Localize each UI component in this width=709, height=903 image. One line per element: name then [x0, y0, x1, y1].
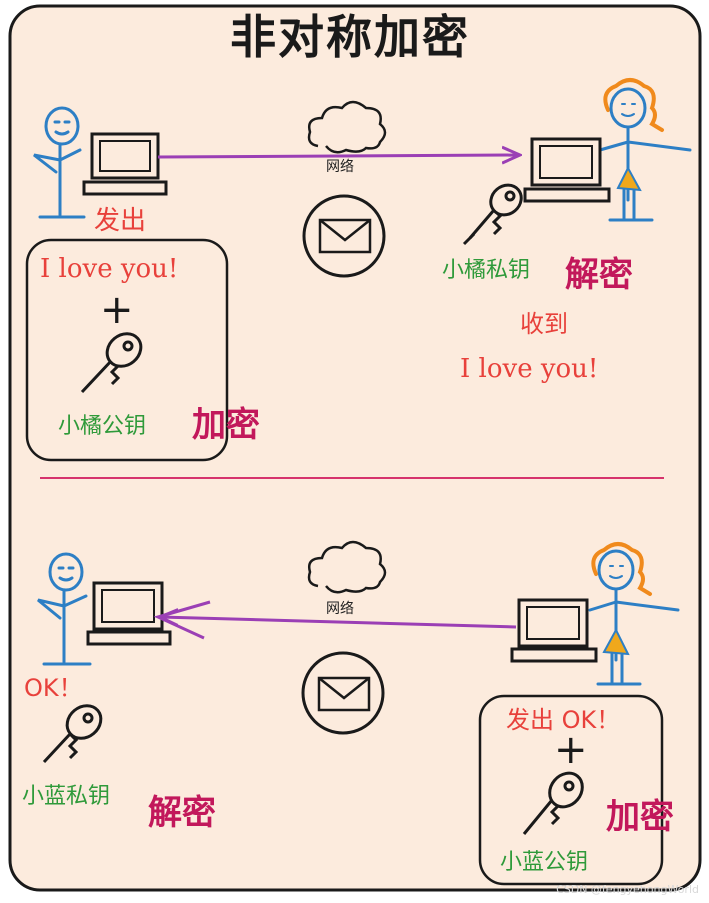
message-top-left: I love you!	[40, 254, 179, 284]
page-title: 非对称加密	[230, 10, 470, 64]
key-icon-top-right	[462, 183, 523, 246]
arrow-bottom-head	[153, 600, 211, 640]
computer-top-left	[82, 132, 168, 196]
left-box-top	[25, 238, 229, 462]
watermark: CSDN @fengyehongWorld	[556, 883, 699, 896]
public-key-label-top: 小橘公钥	[58, 414, 147, 439]
network-label-bottom: 网络	[326, 601, 354, 617]
computer-bottom-right	[510, 598, 598, 663]
cloud-icon-top	[307, 100, 387, 154]
decrypt-label-top: 解密	[565, 255, 633, 295]
outer-frame	[8, 4, 702, 892]
cloud-icon-bottom	[307, 540, 387, 594]
key-icon-bottom-right	[522, 771, 584, 835]
boy-figure-bottom	[37, 552, 92, 666]
girl-figure-bottom	[588, 542, 680, 686]
key-icon-bottom-left	[42, 704, 103, 764]
plus-sign-bottom: +	[554, 727, 588, 773]
arrow-bottom	[160, 617, 517, 629]
computer-top-right	[523, 137, 611, 203]
plus-sign-top: +	[100, 287, 134, 333]
girl-figure-top	[598, 78, 692, 222]
public-key-label-bottom: 小蓝公钥	[500, 850, 589, 875]
network-label-top: 网络	[326, 159, 354, 175]
received-message-top: I love you!	[460, 354, 599, 384]
private-key-label-top: 小橘私钥	[442, 258, 531, 283]
boy-figure-top	[33, 106, 86, 219]
sender-action-bottom: 发出 OK！	[506, 706, 621, 734]
envelope-icon-top	[302, 194, 386, 278]
sender-action-top: 发出	[94, 206, 147, 236]
computer-bottom-left	[86, 581, 172, 646]
encrypt-label-bottom: 加密	[606, 797, 674, 837]
private-key-label-bottom: 小蓝私钥	[22, 784, 111, 809]
received-label-top: 收到	[520, 310, 568, 338]
envelope-icon-bottom	[301, 651, 385, 735]
encrypt-label-top: 加密	[192, 405, 260, 445]
key-icon-top-left	[80, 332, 143, 394]
arrow-top	[157, 155, 520, 157]
received-label-bottom: OK！	[24, 674, 83, 702]
right-box-bottom	[478, 694, 664, 886]
decrypt-label-bottom: 解密	[148, 793, 216, 833]
